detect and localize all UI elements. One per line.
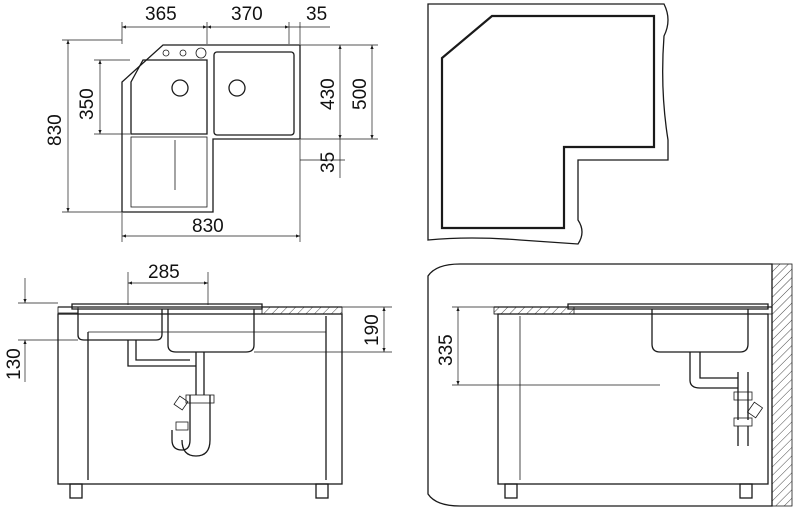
tap-hole [179, 49, 187, 57]
dim-365: 365 [145, 4, 177, 25]
right-bowl [213, 51, 295, 136]
dim-35-right: 35 [318, 152, 339, 173]
side-cabinet [497, 313, 769, 485]
foot-left [69, 483, 83, 499]
front-left-bowl [77, 309, 163, 341]
dim-830-left: 830 [45, 114, 66, 146]
top-view: 365 370 35 830 350 430 500 35 830 [45, 4, 378, 242]
front-cabinet [57, 313, 343, 485]
sink-rim [71, 303, 263, 310]
cabinet-outline [427, 3, 669, 245]
side-foot-right [739, 483, 753, 499]
dim-430: 430 [318, 78, 339, 110]
trap [171, 395, 211, 457]
dim-830-bottom: 830 [192, 216, 224, 237]
drain-right [228, 79, 246, 97]
worktop-left [57, 306, 79, 314]
dim-335: 335 [436, 334, 457, 366]
dim-190: 190 [362, 314, 383, 346]
side-bowl [651, 309, 749, 353]
dim-350: 350 [77, 88, 98, 120]
foot-right [315, 483, 329, 499]
tap-hole [162, 49, 170, 57]
cutout-view [427, 3, 669, 245]
front-view: 285 130 190 [4, 262, 392, 499]
worktop-right-hatch [261, 306, 343, 315]
front-right-bowl [167, 309, 255, 353]
sink-outline [121, 44, 301, 213]
wall-hatch [771, 263, 793, 507]
dim-500: 500 [350, 78, 371, 110]
side-foot-left [504, 483, 518, 499]
left-bowl [130, 59, 208, 135]
side-waste-pipe [689, 352, 749, 420]
dim-35-top: 35 [306, 4, 327, 25]
waste-pipe [127, 340, 205, 395]
side-worktop-hatch [493, 306, 575, 315]
tap-hole [195, 47, 207, 59]
dim-130: 130 [4, 348, 25, 380]
dim-285: 285 [148, 262, 180, 283]
dim-370: 370 [231, 4, 263, 25]
drain-left [171, 79, 189, 97]
side-view: 335 [427, 263, 793, 507]
side-sink-rim [567, 303, 769, 310]
cutout-outline [440, 14, 656, 230]
drainer-area [130, 136, 208, 208]
